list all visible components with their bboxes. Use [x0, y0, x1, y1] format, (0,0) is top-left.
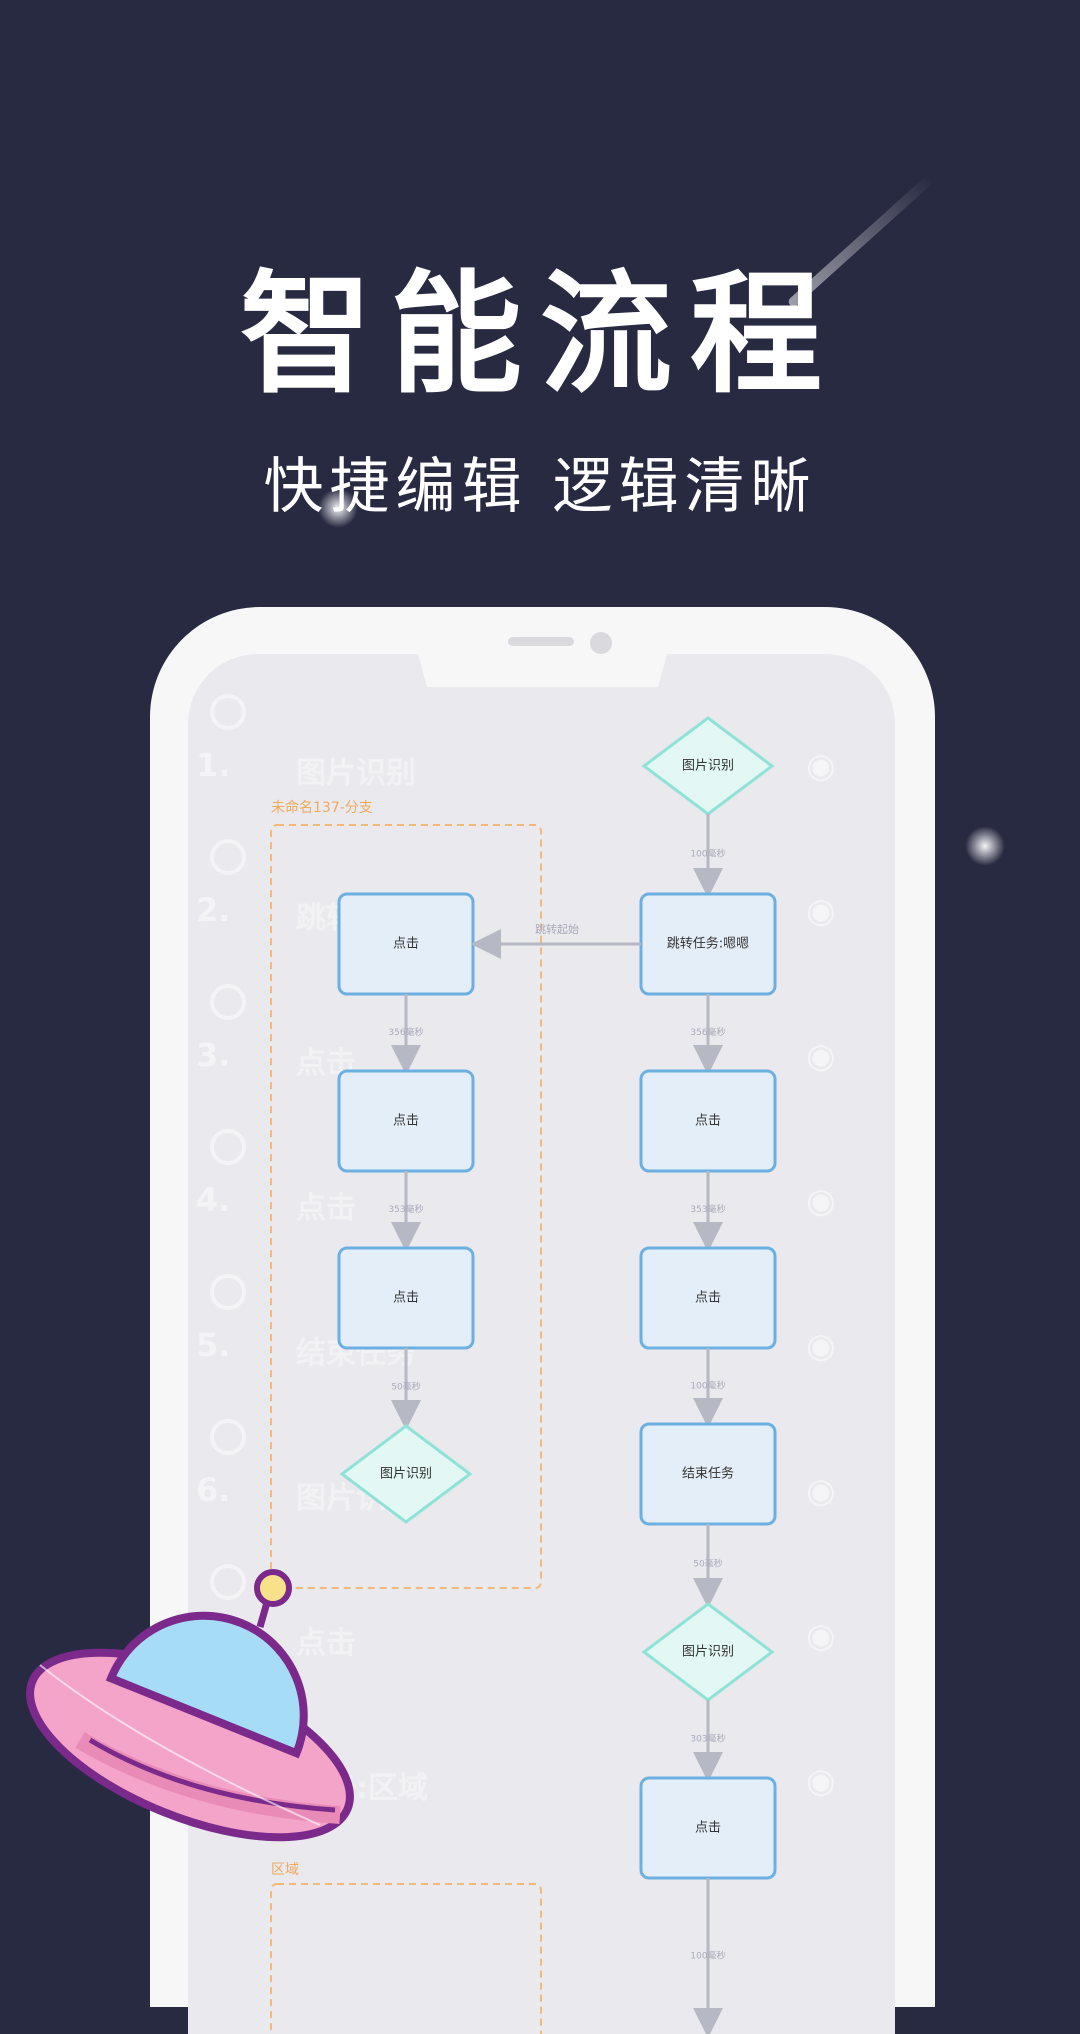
ghost-item-number: 3. — [196, 1036, 231, 1074]
phone-speaker — [508, 637, 574, 646]
left-node-label: 图片识别 — [380, 1467, 432, 1482]
branch-group-label: 未命名137-分支 — [271, 799, 373, 816]
right-node-label: 跳转任务:嗯嗯 — [667, 936, 749, 952]
ghost-eye-icon: ◉ — [806, 1471, 836, 1511]
left-node-label: 点击 — [393, 1114, 419, 1129]
phone-notch — [405, 607, 680, 687]
right-node-label: 结束任务 — [682, 1466, 734, 1482]
star-glow — [965, 826, 1005, 866]
right-edge-label: 100毫秒 — [690, 1380, 725, 1392]
ghost-item-number: 4. — [196, 1181, 231, 1219]
ghost-timer-icon — [210, 1129, 246, 1165]
right-node-label: 图片识别 — [682, 1645, 734, 1660]
ghost-item-label: 图片识别 — [296, 756, 416, 791]
ghost-eye-icon: ◉ — [806, 1036, 836, 1076]
left-edge-label: 50毫秒 — [391, 1381, 420, 1393]
right-node-label: 图片识别 — [682, 759, 734, 774]
branch-group-box — [270, 824, 542, 1589]
left-decision-node — [339, 1424, 473, 1524]
ghost-item-label: 点击 — [296, 1626, 356, 1661]
ghost-timer-icon — [210, 694, 246, 730]
region-group-box — [270, 1883, 542, 2034]
left-node-label: 点击 — [393, 937, 419, 952]
right-edge-label: 100毫秒 — [690, 1950, 725, 1962]
ghost-item-number: 6. — [196, 1471, 231, 1509]
left-node-label: 点击 — [393, 1291, 419, 1306]
page-title: 智能流程 — [240, 258, 840, 412]
right-node-label: 点击 — [695, 1114, 721, 1129]
right-edge-label: 303毫秒 — [690, 1733, 725, 1745]
right-node-label: 点击 — [695, 1291, 721, 1306]
ghost-timer-icon — [210, 839, 246, 875]
page-subtitle: 快捷编辑 逻辑清晰 — [263, 452, 817, 522]
ghost-item-number: 2. — [196, 891, 231, 929]
ghost-timer-icon — [210, 1564, 246, 1600]
ghost-eye-icon: ◉ — [806, 891, 836, 931]
ghost-timer-icon — [210, 1274, 246, 1310]
left-edge-label: 356毫秒 — [388, 1026, 423, 1038]
ghost-eye-icon: ◉ — [806, 1181, 836, 1221]
ghost-eye-icon: ◉ — [806, 1761, 836, 1801]
ghost-eye-icon: ◉ — [806, 1616, 836, 1656]
left-edge-label: 353毫秒 — [388, 1203, 423, 1215]
right-edge-label: 353毫秒 — [690, 1203, 725, 1215]
right-edge-label: 100毫秒 — [690, 848, 725, 860]
planet-illustration — [26, 1569, 354, 1842]
ghost-item-number: 1. — [196, 746, 231, 784]
ghost-timer-icon — [210, 984, 246, 1020]
right-edge-label: 356毫秒 — [690, 1026, 725, 1038]
star-glow — [318, 488, 358, 528]
ghost-item-label: 点击 — [296, 1191, 356, 1226]
ghost-item-number: 5. — [196, 1326, 231, 1364]
ghost-eye-icon: ◉ — [806, 1326, 836, 1366]
ghost-timer-icon — [210, 1419, 246, 1455]
region-group-label: 区域 — [271, 1862, 299, 1878]
phone-camera — [590, 632, 612, 654]
right-edge-label: 50毫秒 — [693, 1558, 722, 1570]
jump-edge-label: 跳转起始 — [535, 922, 579, 936]
ghost-eye-icon: ◉ — [806, 746, 836, 786]
right-node-label: 点击 — [695, 1821, 721, 1836]
